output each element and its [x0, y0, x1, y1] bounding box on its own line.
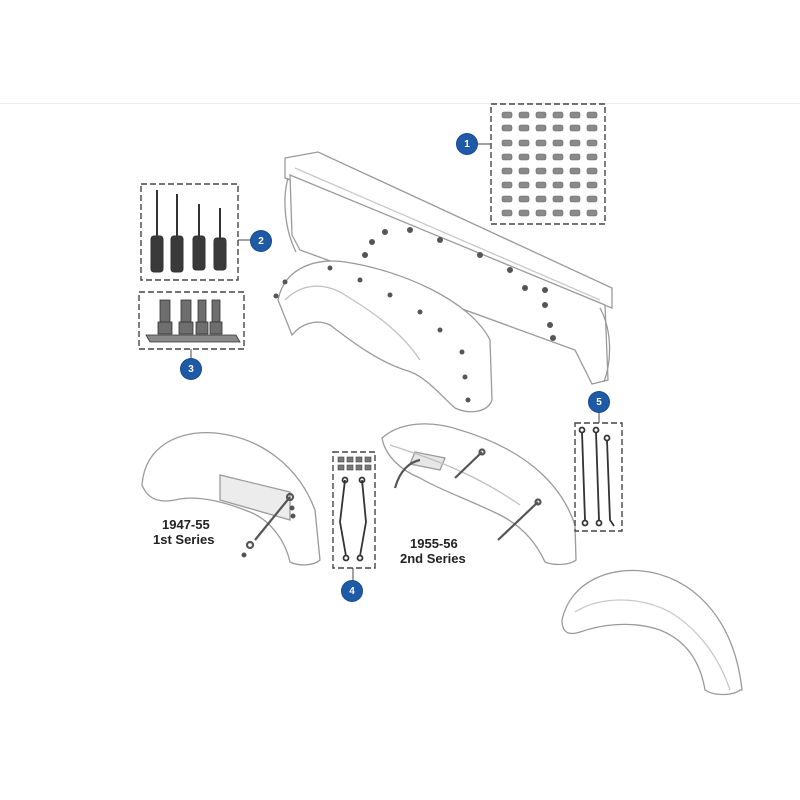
callout-5-badge[interactable]: 5	[589, 392, 609, 412]
callout-3-badge[interactable]: 3	[181, 359, 201, 379]
brace-1st-series	[245, 492, 295, 550]
fender-1st-series	[141, 431, 321, 566]
series-2-year-label: 1955-56	[410, 536, 458, 551]
callout-4-badge[interactable]: 4	[342, 581, 362, 601]
series-2-name-label: 2nd Series	[400, 551, 466, 566]
assembled-fender	[277, 260, 493, 413]
fender-2nd-series	[381, 423, 577, 566]
callout-1-badge[interactable]: 1	[457, 134, 477, 154]
brace-kit-5	[578, 426, 615, 527]
bolt-set-box	[490, 103, 606, 225]
hardware-1st-series	[241, 505, 296, 558]
bolt-set-grid	[501, 111, 598, 217]
screwdriver-box	[140, 183, 239, 281]
bit-sockets	[145, 299, 241, 343]
bed-bolts	[362, 227, 556, 341]
header-divider	[0, 103, 800, 104]
fender-bolts	[273, 265, 471, 403]
brace-kit-4-box	[332, 451, 376, 569]
brace-2nd-series	[393, 448, 542, 541]
series-1-name-label: 1st Series	[153, 532, 215, 547]
callout-2-badge[interactable]: 2	[251, 231, 271, 251]
screwdrivers	[150, 190, 227, 273]
bed-front-panel	[284, 151, 613, 385]
brace-kit-4	[337, 456, 372, 562]
spare-fender	[561, 569, 743, 696]
series-1-year-label: 1947-55	[162, 517, 210, 532]
